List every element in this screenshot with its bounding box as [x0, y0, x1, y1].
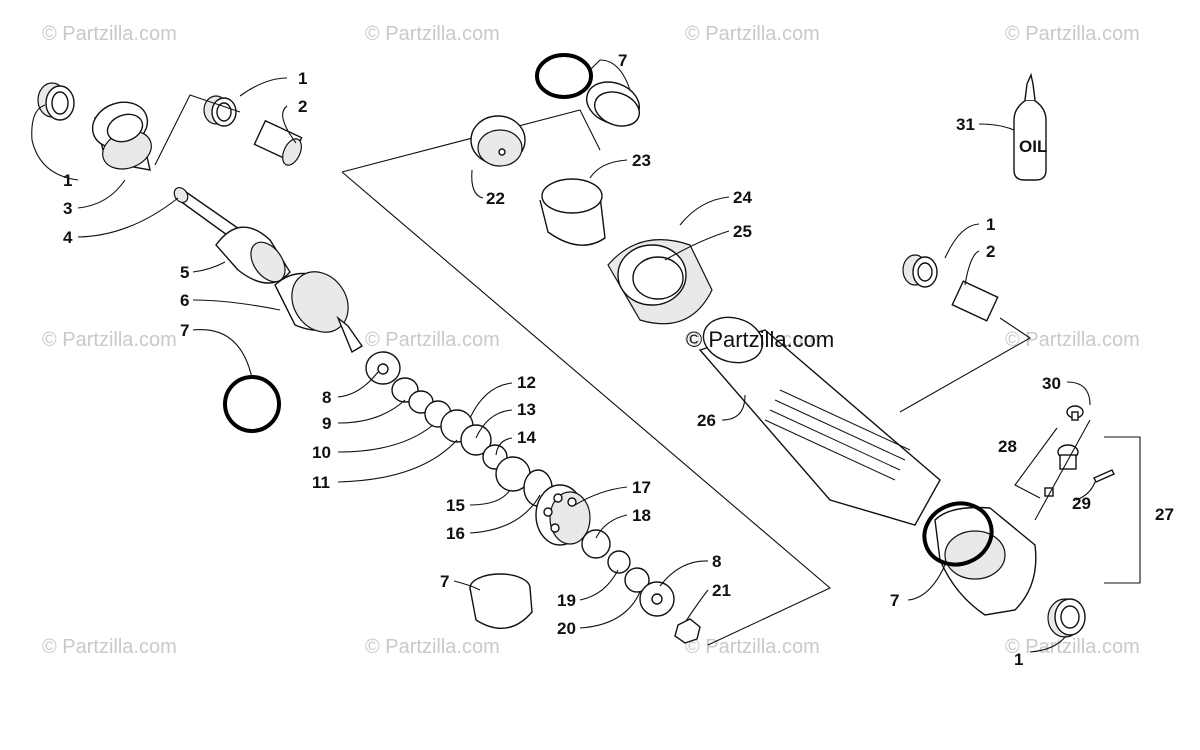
- watermark: © Partzilla.com: [685, 23, 820, 45]
- o-ring-part: [535, 53, 593, 99]
- callout-number: 1: [63, 171, 72, 190]
- callout-numbers: 1 2 1 3 4 5 6 7 8 9 10 11 12 13 14 15 16…: [63, 51, 1174, 669]
- o-ring-part: [223, 375, 281, 433]
- callout-number: 2: [986, 242, 995, 261]
- valve-fitting-part: [1044, 444, 1079, 497]
- lower-washer-stack: [581, 529, 701, 644]
- adjuster-nut-part: [607, 239, 713, 325]
- callout-number: 23: [632, 151, 651, 170]
- watermark: © Partzilla.com: [1005, 636, 1140, 658]
- callout-number: 2: [298, 97, 307, 116]
- watermark: © Partzilla.com: [365, 23, 500, 45]
- shock-body-part: [698, 316, 941, 526]
- sleeve-part: [951, 280, 999, 322]
- leader-lines: [31, 59, 1096, 653]
- spacer-part: [539, 178, 606, 246]
- leader: [1014, 427, 1058, 499]
- bushing-part: [203, 95, 237, 127]
- callout-number: 8: [322, 388, 331, 407]
- callout-number: 28: [998, 437, 1017, 456]
- bumper-part: [215, 226, 291, 284]
- callout-number: 3: [63, 199, 72, 218]
- callout-number: 12: [517, 373, 536, 392]
- callout-number: 22: [486, 189, 505, 208]
- bleed-piston-part: [470, 115, 526, 167]
- callout-number: 25: [733, 222, 752, 241]
- o-ring-seal-part: [1093, 469, 1115, 483]
- callout-number: 6: [180, 291, 189, 310]
- watermark: © Partzilla.com: [365, 636, 500, 658]
- callout-number: 1: [1014, 650, 1023, 669]
- bushing-part: [37, 82, 75, 121]
- callout-number: 21: [712, 581, 731, 600]
- bushing-part: [902, 254, 938, 288]
- callout-number: 17: [632, 478, 651, 497]
- callout-number: 11: [312, 473, 330, 492]
- callout-number: 13: [517, 400, 536, 419]
- callout-number: 1: [986, 215, 995, 234]
- wear-band-part: [469, 573, 533, 629]
- seal-head-part: [274, 271, 364, 354]
- watermark: © Partzilla.com: [1005, 23, 1140, 45]
- wear-band-part: [586, 81, 640, 127]
- callout-number: 26: [697, 411, 716, 430]
- leader: [154, 94, 241, 166]
- callout-number: 7: [180, 321, 189, 340]
- bushing-part: [1047, 598, 1086, 638]
- watermark: © Partzilla.com: [42, 636, 177, 658]
- watermark: © Partzilla.com: [365, 329, 500, 351]
- watermark: © Partzilla.com: [685, 636, 820, 658]
- o-ring-part: [922, 501, 994, 567]
- callout-number: 27: [1155, 505, 1174, 524]
- callout-number: 9: [322, 414, 331, 433]
- piston-part: [535, 484, 591, 546]
- center-watermark: © Partzilla.com: [686, 327, 834, 352]
- oil-label: OIL: [1019, 137, 1047, 156]
- watermark: © Partzilla.com: [42, 23, 177, 45]
- callout-number: 24: [733, 188, 752, 207]
- callout-number: 5: [180, 263, 189, 282]
- leader: [899, 317, 1032, 413]
- callout-number: 20: [557, 619, 576, 638]
- watermark: © Partzilla.com: [1005, 329, 1140, 351]
- callout-number: 19: [557, 591, 576, 610]
- assembly-bracket-bottom: [341, 171, 832, 646]
- callout-number: 29: [1072, 494, 1091, 513]
- callout-number: 31: [956, 115, 975, 134]
- callout-number: 14: [517, 428, 536, 447]
- callout-number: 16: [446, 524, 465, 543]
- shock-eyelet-part: [934, 506, 1037, 616]
- eyelet-part: [91, 101, 152, 171]
- callout-number: 10: [312, 443, 331, 462]
- bleed-screw-part: [1066, 405, 1084, 421]
- watermark: © Partzilla.com: [42, 329, 177, 351]
- callout-number: 15: [446, 496, 465, 515]
- callout-number: 7: [890, 591, 899, 610]
- assembly-bracket-top: [341, 109, 601, 173]
- callout-number: 18: [632, 506, 651, 525]
- callout-number: 4: [63, 228, 73, 247]
- oil-bottle-part: OIL: [1013, 72, 1047, 181]
- callout-number: 7: [618, 51, 627, 70]
- callout-number: 30: [1042, 374, 1061, 393]
- callout-number: 8: [712, 552, 721, 571]
- bracket: [1104, 436, 1141, 584]
- callout-number: 1: [298, 69, 307, 88]
- leader: [1034, 419, 1091, 521]
- sleeve-part: [253, 119, 303, 166]
- callout-number: 7: [440, 572, 449, 591]
